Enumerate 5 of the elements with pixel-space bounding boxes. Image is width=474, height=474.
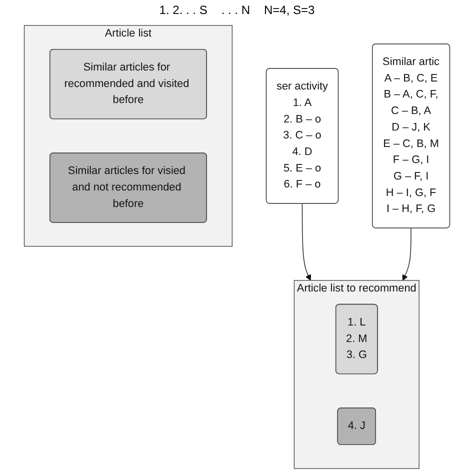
arrow (402, 228, 412, 281)
note-text: 1. 2. . . S (159, 3, 208, 17)
note-text: N=4, S=3 (264, 3, 315, 17)
note-text: . . . N (221, 3, 250, 17)
arrow (302, 203, 311, 281)
